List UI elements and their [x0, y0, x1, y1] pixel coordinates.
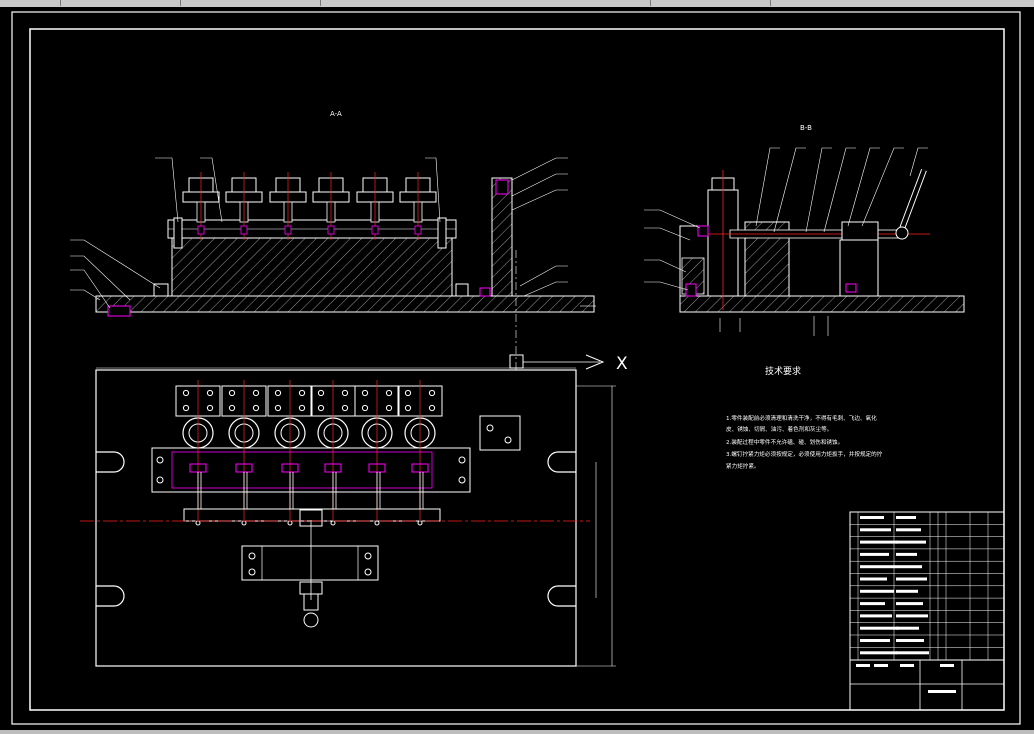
- parts-list-table: [849, 511, 1005, 711]
- cad-drawing-canvas[interactable]: A-A: [0, 7, 1034, 730]
- toolbar-segment[interactable]: [60, 0, 181, 6]
- plan-clamp-units: [156, 380, 466, 526]
- notes-line: 紧力矩拧紧。: [726, 462, 760, 470]
- notes-line: 3.螺钉拧紧力矩必须按规定，必须使用力矩扳手，并按规定的拧: [726, 450, 883, 458]
- notes-title: 技术要求: [765, 365, 801, 377]
- section-a-view: A-A: [70, 110, 596, 370]
- main-body: [171, 237, 453, 297]
- top-toolbar-strip: [0, 0, 1034, 7]
- toolbar-segment[interactable]: [0, 0, 61, 6]
- status-strip: [0, 730, 1034, 734]
- notes-line: 2.装配过程中零件不允许磕、碰、划伤和锈蚀。: [726, 438, 843, 446]
- clamp-heads: [173, 172, 447, 249]
- notes-line: 1.零件装配前必须清理和清洗干净，不得有毛刺、飞边、氧化: [726, 414, 877, 422]
- outer-border: [11, 11, 1021, 725]
- plan-outline: [95, 369, 577, 667]
- leader-lines-a: [70, 157, 596, 309]
- section-b-view: B-B: [644, 124, 965, 336]
- axis-x-label: X: [616, 354, 628, 374]
- mounting-slots: [96, 451, 576, 607]
- toolbar-segment[interactable]: [650, 0, 771, 6]
- notes-line: 皮、锈蚀、切屑、油污、着色剂和灰尘等。: [726, 425, 832, 433]
- section-b-label: B-B: [800, 124, 812, 132]
- side-column: [491, 177, 513, 297]
- inner-border: [29, 28, 1005, 711]
- technical-notes: 技术要求 1.零件装配前必须清理和清洗干净，不得有毛刺、飞边、氧化 皮、锈蚀、切…: [726, 365, 883, 470]
- leader-lines-b: [644, 147, 928, 336]
- section-a-label: A-A: [330, 110, 342, 118]
- toolbar-segment[interactable]: [320, 0, 651, 6]
- plan-view: X: [80, 354, 628, 667]
- side-base: [679, 295, 965, 313]
- base-plate: [95, 295, 595, 313]
- toolbar-segment[interactable]: [180, 0, 321, 6]
